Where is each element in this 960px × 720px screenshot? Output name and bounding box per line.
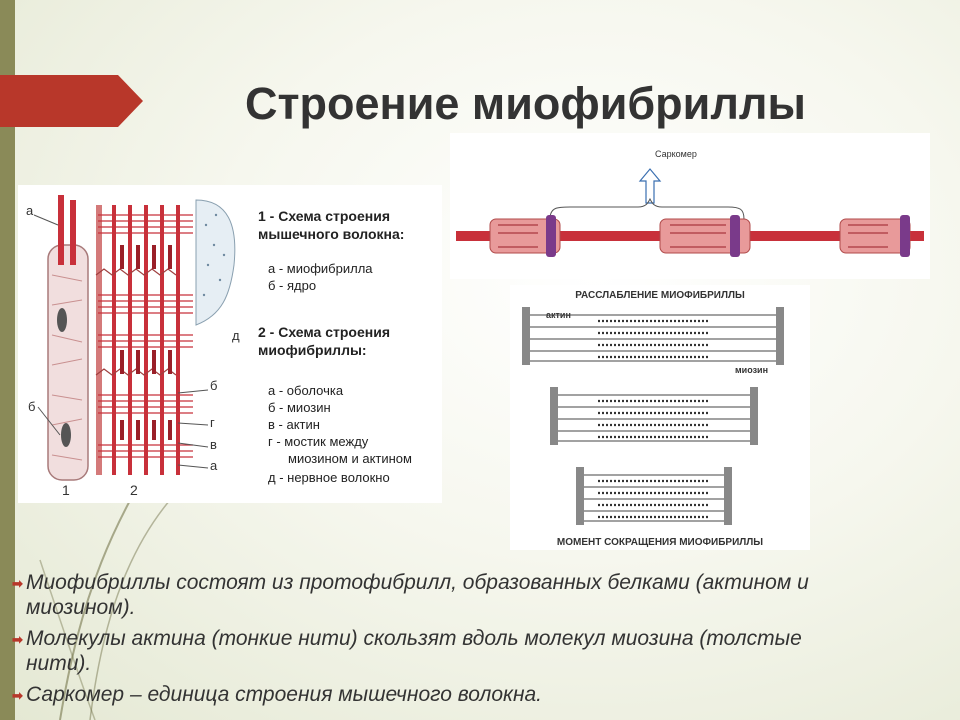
legend-a: а - миофибрилла	[268, 261, 373, 276]
legend2-g1: г - мостик между	[268, 434, 369, 449]
bullet-list: ➡ Миофибриллы состоят из протофибрилл, о…	[12, 570, 942, 713]
legend2-d: д - нервное волокно	[268, 470, 390, 485]
legend2-b: б - миозин	[268, 400, 331, 415]
myofibril-scheme	[95, 205, 193, 475]
fig-label-r-a: а	[210, 458, 218, 473]
cross-bridges	[498, 224, 888, 248]
relaxed-sarcomere	[522, 307, 784, 365]
title-accent-tab	[0, 75, 143, 127]
z-disc	[546, 215, 910, 257]
bullet-text-line: нити).	[26, 652, 92, 675]
bullet-text-line: Миофибриллы состоят из протофибрилл, обр…	[26, 571, 809, 594]
fig-label-a: а	[26, 203, 34, 218]
mid-sarcomere	[550, 387, 758, 445]
fiber-texture	[51, 274, 83, 461]
nerve-fiber	[195, 199, 236, 326]
fig-label-2: 2	[130, 482, 138, 498]
myofibril-strand	[58, 195, 64, 265]
left-accent-strip	[0, 0, 15, 720]
nerve-dots	[202, 213, 226, 297]
bullet-text-line: миозином).	[26, 596, 136, 619]
sarcomere-diagram: Саркомер	[450, 133, 930, 279]
fig-label-r-g: г	[210, 415, 215, 430]
muscle-fiber-diagram: а б 1 2	[18, 185, 442, 503]
legend2-g2: миозином и актином	[288, 451, 412, 466]
sarcomere-brace	[549, 197, 745, 220]
fig-label-r-b: б	[210, 378, 217, 393]
bullet-arrow-icon: ➡	[12, 688, 23, 703]
bullet-text-line: Саркомер – единица строения мышечного во…	[26, 683, 543, 706]
contracted-sarcomere	[576, 467, 732, 525]
legend-title2-line2: миофибриллы:	[258, 342, 367, 358]
bullet-item: ➡ Миофибриллы состоят из протофибрилл, о…	[12, 570, 942, 620]
myosin-bundle	[489, 218, 911, 254]
sarcomere-label: Саркомер	[655, 149, 697, 159]
legend-title1-line1: 1 - Схема строения	[258, 208, 390, 224]
bullet-arrow-icon: ➡	[12, 632, 23, 647]
legend-title1-line2: мышечного волокна:	[258, 226, 404, 242]
relaxation-title: РАССЛАБЛЕНИЕ МИОФИБРИЛЛЫ	[575, 290, 745, 301]
bullet-arrow-icon: ➡	[12, 576, 23, 591]
fig-label-1: 1	[62, 482, 70, 498]
right-pointers	[177, 389, 209, 469]
myosin-label: миозин	[735, 365, 768, 375]
pointer-line	[33, 214, 59, 226]
legend-b: б - ядро	[268, 278, 316, 293]
up-arrow-icon	[638, 168, 662, 204]
nucleus	[61, 423, 71, 447]
fig-label-d: д	[232, 328, 240, 343]
pointer-line	[37, 406, 61, 436]
fig-label-r-v: в	[210, 437, 217, 452]
legend2-a: а - оболочка	[268, 383, 344, 398]
legend-title2-line1: 2 - Схема строения	[258, 324, 390, 340]
slide-title: Строение миофибриллы	[245, 78, 806, 129]
bullet-text-line: Молекулы актина (тонкие нити) скользят в…	[26, 627, 802, 650]
sliding-filament-diagram: РАССЛАБЛЕНИЕ МИОФИБРИЛЛЫ актин миозин	[510, 285, 810, 550]
myofibril-strand	[70, 200, 76, 265]
bullet-item: ➡ Саркомер – единица строения мышечного …	[12, 682, 942, 707]
contraction-title: МОМЕНТ СОКРАЩЕНИЯ МИОФИБРИЛЛЫ	[557, 537, 763, 548]
fig-label-b: б	[28, 399, 35, 414]
nucleus	[57, 308, 67, 332]
legend2-v: в - актин	[268, 417, 320, 432]
bullet-item: ➡ Молекулы актина (тонкие нити) скользят…	[12, 626, 942, 676]
